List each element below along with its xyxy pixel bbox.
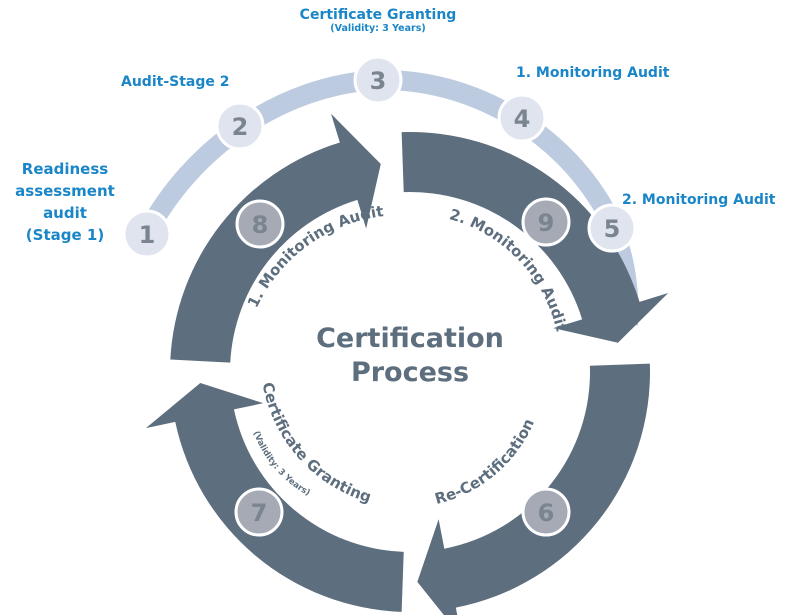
step-circle-1: 1	[122, 209, 172, 259]
center-title-line2: Process	[350, 357, 470, 388]
center-title-line1: Certification	[316, 323, 504, 354]
center-title: Certification Process	[270, 322, 550, 390]
step-circle-badge	[215, 101, 265, 151]
arrow-segment-bottom-right	[417, 363, 650, 615]
step-circle-badge	[122, 209, 172, 259]
outer-label-3-sub: (Validity: 3 Years)	[330, 23, 426, 34]
step-circle-9: 9	[521, 197, 571, 247]
step-number: 6	[538, 499, 555, 527]
step-circle-badge	[497, 93, 547, 143]
step-circle-8: 8	[235, 199, 285, 249]
step-number: 1	[139, 221, 156, 249]
outer-label-2: Audit-Stage 2	[121, 74, 230, 90]
outer-label-3: Certificate Granting (Validity: 3 Years)	[278, 7, 478, 34]
step-number: 4	[514, 105, 531, 133]
outer-label-1-line3: audit	[43, 204, 87, 222]
inner-label-6: Re-Certification	[433, 416, 538, 508]
step-circle-3: 3	[353, 55, 403, 105]
outer-label-3-title: Certificate Granting	[299, 7, 457, 23]
step-number: 3	[370, 67, 387, 95]
outer-label-1-line4: (Stage 1)	[25, 226, 105, 244]
step-circle-5: 5	[587, 203, 637, 253]
step-circle-badge	[521, 487, 571, 537]
step-circle-badge	[587, 203, 637, 253]
step-circle-4: 4	[497, 93, 547, 143]
outer-label-1-line2: assessment	[15, 182, 115, 200]
outer-label-4: 1. Monitoring Audit	[516, 65, 670, 81]
outer-label-5: 2. Monitoring Audit	[622, 192, 776, 208]
step-circle-2: 2	[215, 101, 265, 151]
step-circle-badge	[353, 55, 403, 105]
step-number: 5	[604, 215, 621, 243]
inner-label-7: Certificate Granting	[259, 381, 374, 507]
step-circle-6: 6	[521, 487, 571, 537]
step-number: 9	[538, 209, 555, 237]
step-number: 7	[251, 499, 268, 527]
step-circle-badge	[235, 199, 285, 249]
outer-label-1: Readiness assessment audit (Stage 1)	[10, 158, 120, 246]
step-circle-badge	[521, 197, 571, 247]
step-number: 2	[232, 113, 249, 141]
step-circle-7: 7	[234, 487, 284, 537]
step-number: 8	[252, 211, 269, 239]
outer-label-1-line1: Readiness	[21, 160, 109, 178]
step-circle-badge	[234, 487, 284, 537]
